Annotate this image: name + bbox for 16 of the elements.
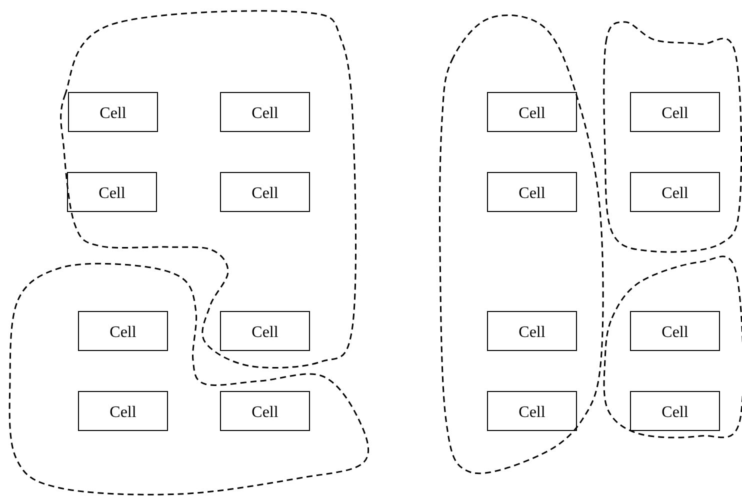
cell-box: Cell bbox=[220, 311, 310, 351]
cell-box: Cell bbox=[487, 92, 577, 132]
cell-box: Cell bbox=[220, 92, 310, 132]
cell-box: Cell bbox=[487, 311, 577, 351]
cell-box: Cell bbox=[630, 92, 720, 132]
cell-box: Cell bbox=[487, 391, 577, 431]
cell-box: Cell bbox=[68, 92, 158, 132]
cell-box: Cell bbox=[67, 172, 157, 212]
cell-box: Cell bbox=[630, 391, 720, 431]
cell-box: Cell bbox=[630, 172, 720, 212]
cell-box: Cell bbox=[220, 391, 310, 431]
cell-box: Cell bbox=[78, 311, 168, 351]
cell-box: Cell bbox=[630, 311, 720, 351]
cell-box: Cell bbox=[78, 391, 168, 431]
cell-box: Cell bbox=[487, 172, 577, 212]
cell-box: Cell bbox=[220, 172, 310, 212]
